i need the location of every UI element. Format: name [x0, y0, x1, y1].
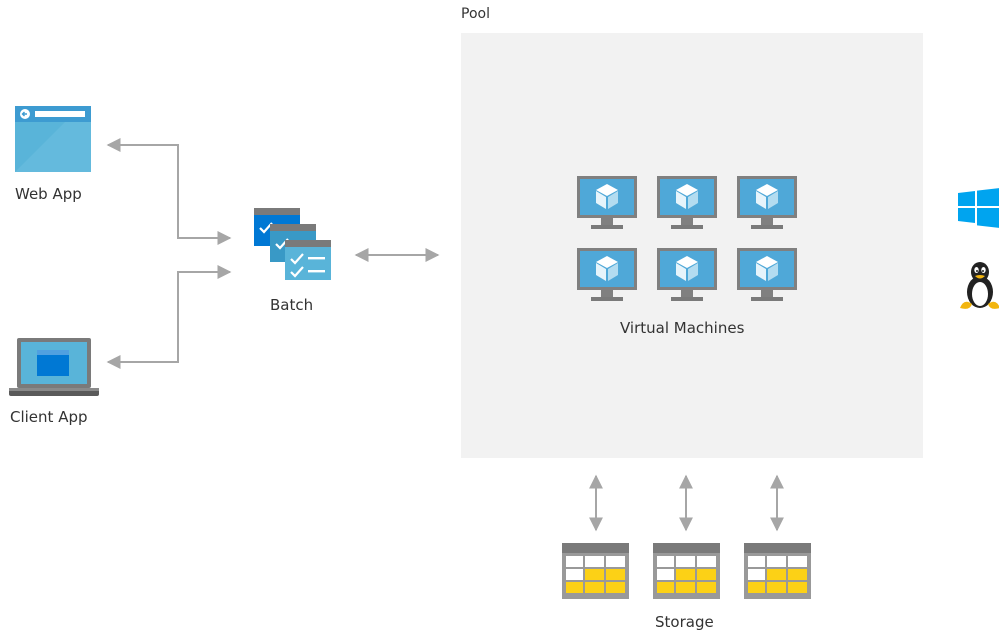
- batch-icon: [254, 208, 332, 282]
- arrow-batch-webapp: [106, 138, 232, 245]
- virtual-machine-icon: [737, 176, 797, 232]
- virtual-machine-icon: [657, 176, 717, 232]
- virtual-machine-icon: [737, 248, 797, 304]
- virtual-machine-icon: [577, 248, 637, 304]
- client-app-icon: [9, 338, 99, 398]
- linux-penguin-icon: [958, 260, 999, 312]
- arrow-batch-clientapp: [106, 265, 232, 369]
- pool-label: Pool: [461, 6, 490, 22]
- pool-container: [461, 33, 923, 458]
- virtual-machines-label: Virtual Machines: [620, 319, 745, 337]
- storage-row: [562, 543, 812, 603]
- storage-icon: [653, 543, 720, 599]
- batch-label: Batch: [270, 296, 314, 314]
- virtual-machine-icon: [657, 248, 717, 304]
- client-app-label: Client App: [10, 408, 88, 426]
- web-app-label: Web App: [15, 185, 82, 203]
- storage-icon: [744, 543, 811, 599]
- virtual-machine-icon: [577, 176, 637, 232]
- virtual-machines-grid: [577, 176, 797, 306]
- storage-label: Storage: [655, 613, 714, 631]
- windows-logo-icon: [958, 188, 999, 228]
- storage-icon: [562, 543, 629, 599]
- web-app-icon: [15, 106, 91, 172]
